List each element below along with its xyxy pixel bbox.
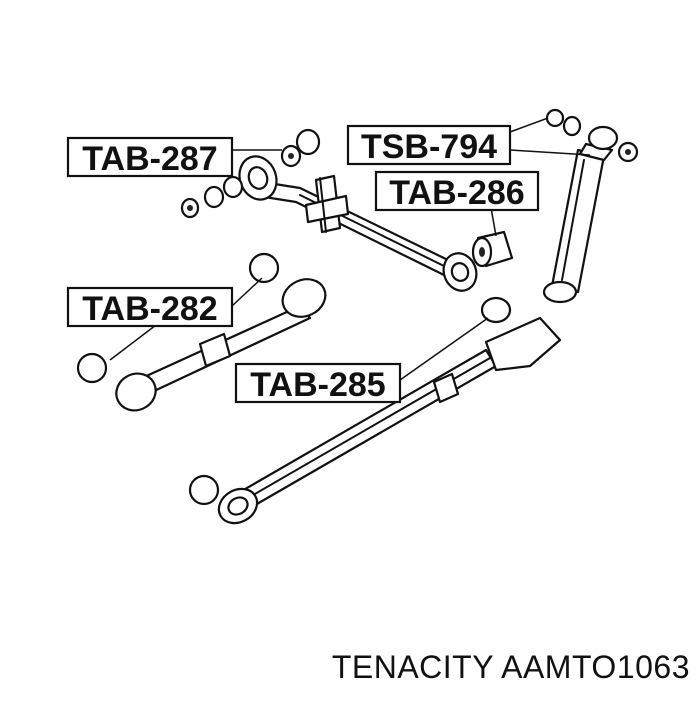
label-tab-287: TAB-287: [66, 136, 234, 178]
label-tab-286-text: TAB-286: [389, 174, 524, 212]
label-tab-282-text: TAB-282: [82, 290, 217, 328]
label-tab-282: TAB-282: [66, 286, 234, 328]
bushing-set-upper-left: [180, 128, 321, 219]
leader-lines: [109, 117, 591, 381]
label-tab-286: TAB-286: [374, 170, 540, 212]
brand-part-number: TENACITY AAMTO1063: [331, 649, 690, 685]
lateral-rod: [76, 252, 327, 412]
shock-absorber: [542, 108, 639, 304]
label-tab-285: TAB-285: [234, 362, 402, 404]
upper-control-arm: [238, 155, 478, 292]
label-tsb-794-text: TSB-794: [361, 128, 497, 166]
label-tab-285-text: TAB-285: [250, 366, 385, 404]
label-tab-287-text: TAB-287: [82, 140, 217, 178]
label-tsb-794: TSB-794: [346, 124, 512, 166]
bushing-tab-286: [471, 230, 514, 268]
trailing-arm: [188, 296, 562, 525]
